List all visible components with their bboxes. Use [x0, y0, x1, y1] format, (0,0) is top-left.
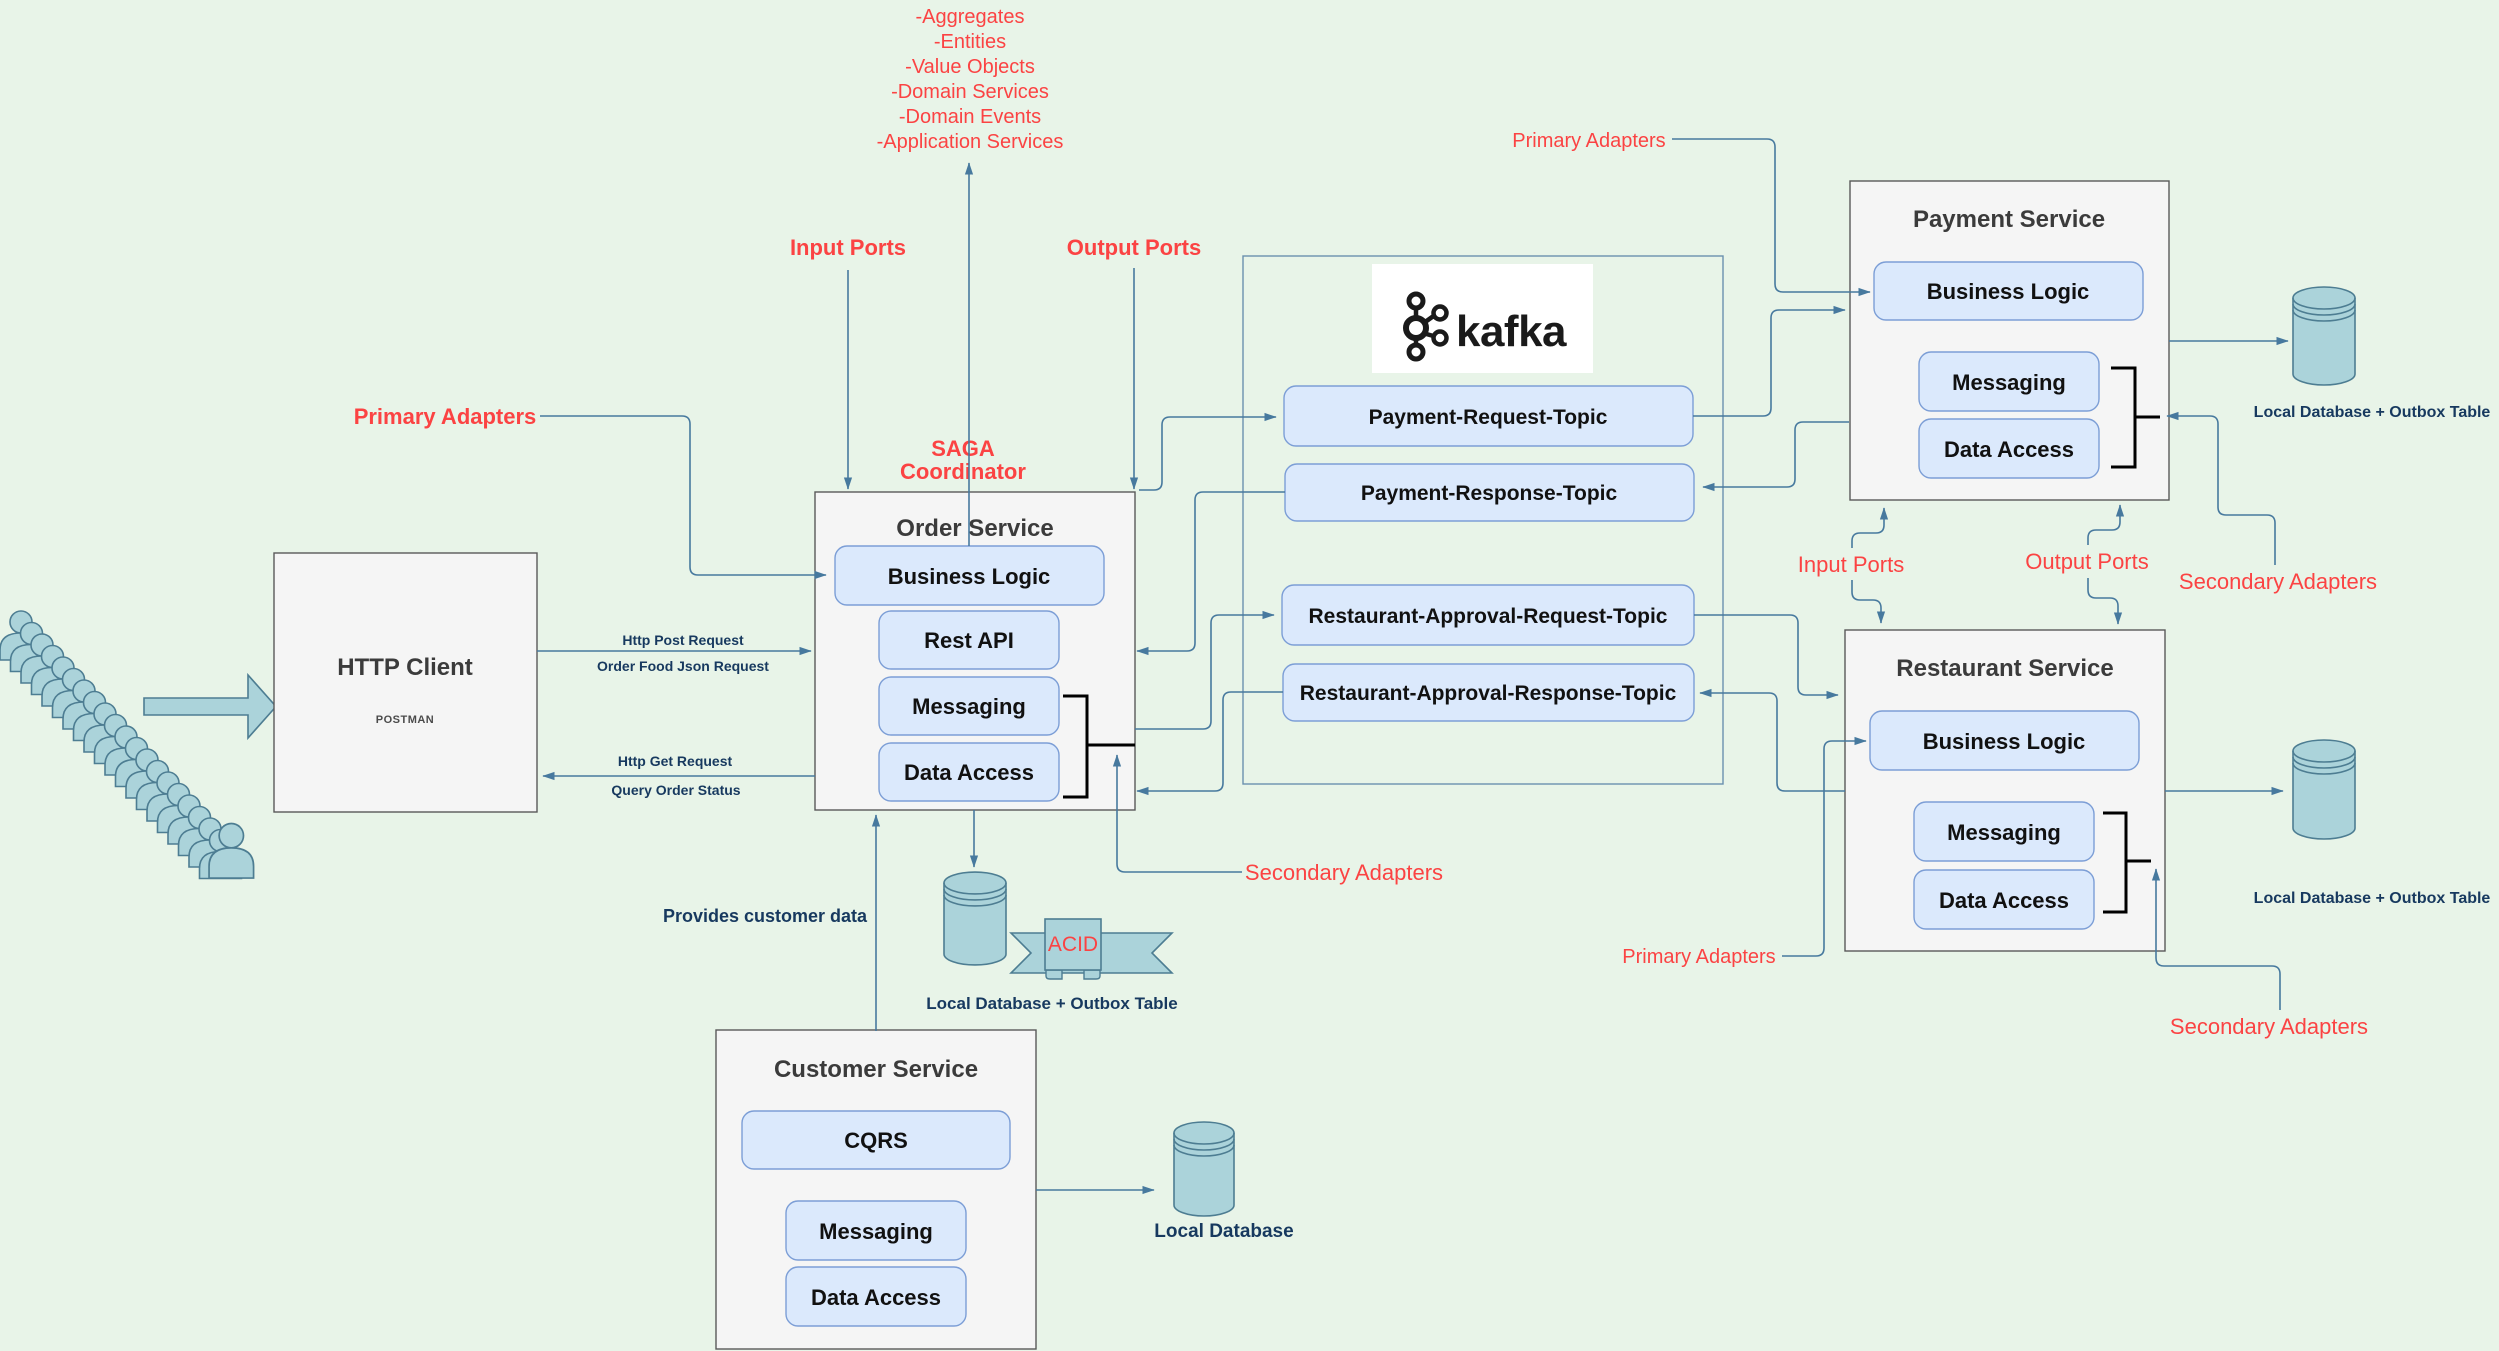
svg-text:Output Ports: Output Ports — [2025, 549, 2149, 574]
svg-text:Local Database + Outbox Table: Local Database + Outbox Table — [2254, 890, 2491, 907]
svg-text:-Domain Services: -Domain Services — [891, 81, 1049, 103]
svg-text:-Domain Events: -Domain Events — [899, 106, 1041, 128]
svg-text:Input Ports: Input Ports — [790, 235, 906, 260]
svg-text:kafka: kafka — [1456, 307, 1567, 356]
svg-text:Http Post Request: Http Post Request — [622, 632, 744, 648]
svg-text:-Entities: -Entities — [934, 31, 1006, 53]
svg-text:Messaging: Messaging — [1952, 370, 2066, 395]
svg-text:Secondary Adapters: Secondary Adapters — [2179, 569, 2377, 594]
svg-text:-Value Objects: -Value Objects — [905, 56, 1035, 78]
svg-text:Primary Adapters: Primary Adapters — [1512, 130, 1665, 152]
svg-text:Input Ports: Input Ports — [1798, 552, 1904, 577]
svg-text:Primary Adapters: Primary Adapters — [354, 404, 537, 429]
svg-text:Local Database: Local Database — [1154, 1221, 1293, 1242]
svg-text:Primary Adapters: Primary Adapters — [1622, 946, 1775, 968]
svg-text:-Application Services: -Application Services — [877, 131, 1064, 153]
svg-text:Data Access: Data Access — [904, 760, 1034, 785]
svg-text:Local Database + Outbox Table: Local Database + Outbox Table — [2254, 404, 2491, 421]
svg-text:Http Get Request: Http Get Request — [618, 753, 733, 769]
svg-text:Customer Service: Customer Service — [774, 1056, 978, 1083]
svg-text:Messaging: Messaging — [819, 1219, 933, 1244]
svg-text:SAGA: SAGA — [931, 436, 995, 461]
svg-text:Secondary Adapters: Secondary Adapters — [1245, 860, 1443, 885]
svg-text:POSTMAN: POSTMAN — [376, 714, 435, 726]
svg-text:Data Access: Data Access — [1944, 437, 2074, 462]
svg-text:Messaging: Messaging — [1947, 820, 2061, 845]
svg-text:Messaging: Messaging — [912, 694, 1026, 719]
svg-text:Restaurant-Approval-Response-T: Restaurant-Approval-Response-Topic — [1300, 682, 1677, 705]
svg-text:Secondary Adapters: Secondary Adapters — [2170, 1014, 2368, 1039]
svg-text:Order Service: Order Service — [896, 515, 1053, 542]
svg-text:Order Food Json Request: Order Food Json Request — [597, 658, 769, 674]
svg-text:Output Ports: Output Ports — [1067, 235, 1201, 260]
svg-text:Business Logic: Business Logic — [888, 564, 1051, 589]
svg-text:Provides customer data: Provides customer data — [663, 906, 868, 926]
svg-text:Query Order Status: Query Order Status — [611, 782, 740, 798]
svg-text:Payment-Response-Topic: Payment-Response-Topic — [1361, 482, 1618, 505]
svg-text:HTTP Client: HTTP Client — [337, 654, 473, 681]
svg-text:ACID: ACID — [1048, 933, 1098, 956]
svg-text:Data Access: Data Access — [811, 1285, 941, 1310]
svg-text:Business Logic: Business Logic — [1923, 729, 2086, 754]
svg-text:Business Logic: Business Logic — [1927, 279, 2090, 304]
svg-text:Coordinator: Coordinator — [900, 459, 1026, 484]
svg-text:Local Database + Outbox Table: Local Database + Outbox Table — [926, 994, 1177, 1013]
svg-text:Payment Service: Payment Service — [1913, 206, 2105, 233]
svg-text:-Aggregates: -Aggregates — [916, 6, 1025, 28]
svg-text:Payment-Request-Topic: Payment-Request-Topic — [1369, 406, 1608, 429]
svg-text:Rest API: Rest API — [924, 628, 1014, 653]
svg-text:Restaurant Service: Restaurant Service — [1896, 655, 2113, 682]
svg-text:Data Access: Data Access — [1939, 888, 2069, 913]
svg-text:Restaurant-Approval-Request-To: Restaurant-Approval-Request-Topic — [1309, 605, 1668, 628]
svg-text:CQRS: CQRS — [844, 1128, 908, 1153]
